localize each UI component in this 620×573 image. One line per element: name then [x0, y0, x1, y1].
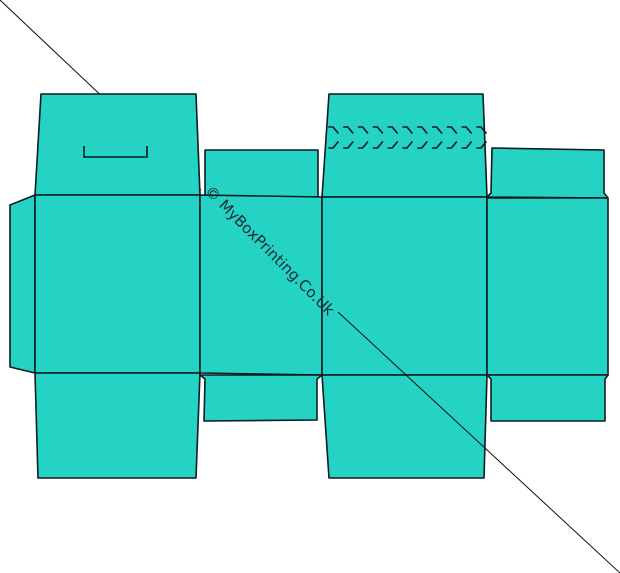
- perforation-mark: [343, 141, 354, 149]
- top-tuck-flap: [34, 93, 201, 196]
- panel-back: [321, 196, 488, 376]
- perforation-mark: [431, 141, 443, 149]
- perforation-mark: [402, 126, 413, 134]
- perforation-mark: [357, 141, 369, 149]
- diagonal-line-lower: [337, 311, 620, 573]
- top-dust-flap-right: [486, 147, 609, 199]
- perforation-mark: [372, 126, 384, 134]
- perforation-mark: [357, 126, 369, 134]
- perforation-chevrons: [328, 126, 487, 149]
- top-lid-flap: [321, 93, 488, 198]
- panel-side-right: [486, 197, 609, 376]
- top-dust-flap-left: [204, 149, 319, 198]
- perforation-mark: [387, 126, 398, 134]
- perforation-mark: [461, 126, 472, 134]
- perforation-mark: [328, 141, 339, 149]
- perforation-mark: [461, 141, 472, 149]
- handle-slot: [83, 146, 148, 158]
- perforation-mark: [387, 141, 398, 149]
- perforation-mark: [476, 126, 487, 134]
- perforation-mark: [417, 126, 428, 134]
- perforation-mark: [446, 141, 458, 149]
- bottom-flap-1: [34, 372, 201, 479]
- glue-flap: [9, 194, 36, 374]
- perforation-mark: [402, 141, 413, 149]
- perforation-mark: [476, 141, 487, 149]
- perforation-mark: [328, 126, 339, 134]
- perforation-mark: [417, 141, 428, 149]
- panel-front: [34, 194, 201, 374]
- perforation-mark: [343, 126, 354, 134]
- perforation-mark: [372, 141, 384, 149]
- bottom-dust-flap-left: [199, 374, 323, 422]
- perforation-mark: [446, 126, 458, 134]
- perforation-mark: [431, 126, 443, 134]
- bottom-flap-3: [321, 374, 488, 479]
- bottom-dust-flap-right: [486, 374, 609, 422]
